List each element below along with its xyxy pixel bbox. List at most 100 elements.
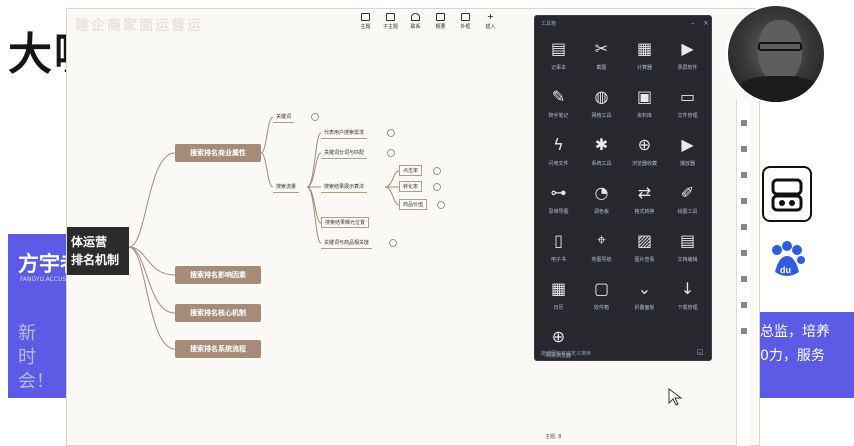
root-node[interactable]: 体运营 排名机制 bbox=[67, 227, 129, 275]
toolbox-item[interactable]: ▢收件箱 bbox=[580, 274, 623, 322]
folder-icon: ▭ bbox=[679, 86, 696, 106]
side-scrollbar[interactable] bbox=[736, 100, 750, 446]
brand-slogan: 新时会！ bbox=[18, 323, 54, 392]
video-record-icon: ▶ bbox=[681, 38, 694, 58]
toolbox-item-label: 播放器 bbox=[679, 161, 695, 167]
toolbox-item[interactable]: ▤记事本 bbox=[537, 34, 580, 82]
toolbox-item[interactable]: ✎随手笔记 bbox=[537, 82, 580, 130]
toolbar-insert[interactable]: +插入 bbox=[482, 13, 499, 31]
toolbox-item[interactable]: ✐绘图工具 bbox=[666, 178, 709, 226]
toolbox-item[interactable]: ▶录屏软件 bbox=[666, 34, 709, 82]
mouse-cursor-icon bbox=[668, 388, 683, 406]
toolbox-item[interactable]: ✂截图 bbox=[580, 34, 623, 82]
tv-logo-icon bbox=[771, 178, 803, 212]
toolbar-subtopic[interactable]: 子主题 bbox=[382, 13, 399, 30]
toolbox-item[interactable]: ▯电子书 bbox=[537, 226, 580, 274]
toolbox-item-label: 系统工具 bbox=[591, 161, 612, 167]
toolbox-item[interactable]: ◔调色板 bbox=[580, 178, 623, 226]
toolbox-item[interactable]: ✱ 系统工具 bbox=[580, 130, 623, 178]
globe-icon: ⊕ bbox=[637, 134, 652, 154]
tool-icon: ✱ bbox=[594, 134, 609, 154]
toolbox-item[interactable]: ▨图片查看 bbox=[623, 226, 666, 274]
toolbar-boundary[interactable]: 外框 bbox=[457, 13, 474, 30]
toolbox-item[interactable]: ▣资料库 bbox=[623, 82, 666, 130]
branch-node[interactable]: 搜索排名影响因素 bbox=[175, 266, 261, 284]
toolbox-item[interactable]: ◍网络工具 bbox=[580, 82, 623, 130]
toolbar-summary[interactable]: 概要 bbox=[432, 13, 449, 30]
map-icon: ⌖ bbox=[596, 230, 606, 249]
toolbox-item-label: 计算器 bbox=[636, 65, 652, 71]
presenter-face bbox=[758, 20, 802, 82]
toolbox-item[interactable]: ▦ 日历 bbox=[537, 274, 580, 322]
toolbox-item-label: 网页浏览器 bbox=[545, 353, 571, 359]
toolbox-item[interactable]: ⌄ 折叠面板 bbox=[623, 274, 666, 322]
leaf-node-selected[interactable]: 搜索结果曝光位置 bbox=[321, 217, 370, 228]
convert-icon: ⇄ bbox=[637, 182, 652, 202]
boundary-icon bbox=[461, 13, 470, 21]
toolbox-item-label: 资料库 bbox=[636, 113, 652, 119]
leaf-node[interactable]: 关键词与商品相关度 bbox=[321, 237, 373, 249]
leaf-node[interactable]: 代表用户搜索需求 bbox=[321, 127, 368, 139]
expand-toggle[interactable] bbox=[437, 201, 445, 209]
toolbar-label: 概要 bbox=[435, 24, 446, 30]
document-title: 建企商家面运营运 bbox=[75, 18, 203, 34]
toolbox-item[interactable]: ▭文件管理 bbox=[666, 82, 709, 130]
mindmap-connectors bbox=[128, 116, 400, 350]
toolbox-footer: 拖动图标可自定义排序 bbox=[541, 351, 592, 357]
subtopic-node[interactable]: 关键词 bbox=[273, 111, 295, 123]
status-bar: 主题: 8 bbox=[545, 434, 562, 440]
toolbox-item[interactable]: ⇄格式转换 bbox=[623, 178, 666, 226]
expand-toggle[interactable] bbox=[433, 183, 441, 191]
toolbox-item[interactable]: ⊕ 网页浏览器 bbox=[537, 322, 580, 370]
toolbox-item[interactable]: ▦ 计算器 bbox=[623, 34, 666, 82]
toolbox-item[interactable]: ⊕ 浏览器收藏 bbox=[623, 130, 666, 178]
toolbox-item[interactable]: ▤文档编辑 bbox=[666, 226, 709, 274]
download-icon: ↓ bbox=[680, 278, 695, 298]
root-line-2: 排名机制 bbox=[71, 253, 120, 267]
branch-node[interactable]: 搜索排名核心机制 bbox=[175, 304, 261, 322]
network-icon: ◍ bbox=[594, 86, 609, 106]
calculator-icon: ▦ bbox=[636, 38, 653, 58]
toolbox-item[interactable]: ▶播放器 bbox=[666, 130, 709, 178]
toolbox-item-label: 收件箱 bbox=[593, 305, 609, 311]
toolbar-label: 联系 bbox=[410, 24, 421, 30]
branch-node[interactable]: 搜索排名系统流程 bbox=[175, 340, 261, 358]
expand-toggle[interactable] bbox=[387, 129, 395, 137]
toolbar-theme[interactable]: 主题 bbox=[357, 13, 374, 30]
expand-toggle[interactable] bbox=[433, 167, 441, 175]
resize-icon[interactable]: ◱ bbox=[697, 348, 704, 356]
close-icon[interactable]: × bbox=[703, 19, 709, 27]
minimize-icon[interactable]: – bbox=[691, 19, 695, 27]
toolbox-item-label: 思维导图 bbox=[548, 209, 569, 215]
toolbox-item-label: 调色板 bbox=[593, 209, 609, 215]
expand-toggle[interactable] bbox=[311, 113, 319, 121]
leaf-child-node[interactable]: 商品价值 bbox=[399, 199, 428, 210]
toolbox-item[interactable]: ⌖ 地图导航 bbox=[580, 226, 623, 274]
toolbox-item-label: 随手笔记 bbox=[548, 113, 569, 119]
branch-node[interactable]: 搜索排名商业属性 bbox=[175, 144, 261, 162]
toolbox-item-label: 地图导航 bbox=[591, 257, 612, 263]
globe-icon: ⊕ bbox=[551, 326, 566, 346]
leaf-node[interactable]: 关键词分词与匹配 bbox=[321, 147, 368, 159]
toolbox-item[interactable]: ↓下载管理 bbox=[666, 274, 709, 322]
subtopic-node[interactable]: 搜索流量 bbox=[273, 181, 300, 193]
toolbox-item-label: 折叠面板 bbox=[634, 305, 655, 311]
root-line-1: 体运营 bbox=[71, 235, 108, 249]
leaf-child-node[interactable]: 转化率 bbox=[399, 181, 423, 192]
toolbox-item-label: 日历 bbox=[553, 305, 564, 311]
toolbar-relation[interactable]: 联系 bbox=[407, 13, 424, 30]
presenter-shirt bbox=[736, 76, 822, 102]
chevron-down-icon: ⌄ bbox=[637, 278, 652, 298]
toolbox-header: 工具箱 – × bbox=[535, 16, 711, 32]
subtopic-icon bbox=[386, 13, 395, 21]
info-line-2: 0力，服务 bbox=[760, 348, 825, 364]
toolbox-item-label: 浏览器收藏 bbox=[631, 161, 657, 167]
calendar-icon: ▦ bbox=[550, 278, 567, 298]
leaf-child-node[interactable]: 点击率 bbox=[399, 165, 423, 176]
expand-toggle[interactable] bbox=[387, 149, 395, 157]
expand-toggle[interactable] bbox=[389, 239, 397, 247]
toolbox-item[interactable]: ⊶思维导图 bbox=[537, 178, 580, 226]
leaf-node[interactable]: 搜索结果展示算法 bbox=[321, 181, 368, 193]
